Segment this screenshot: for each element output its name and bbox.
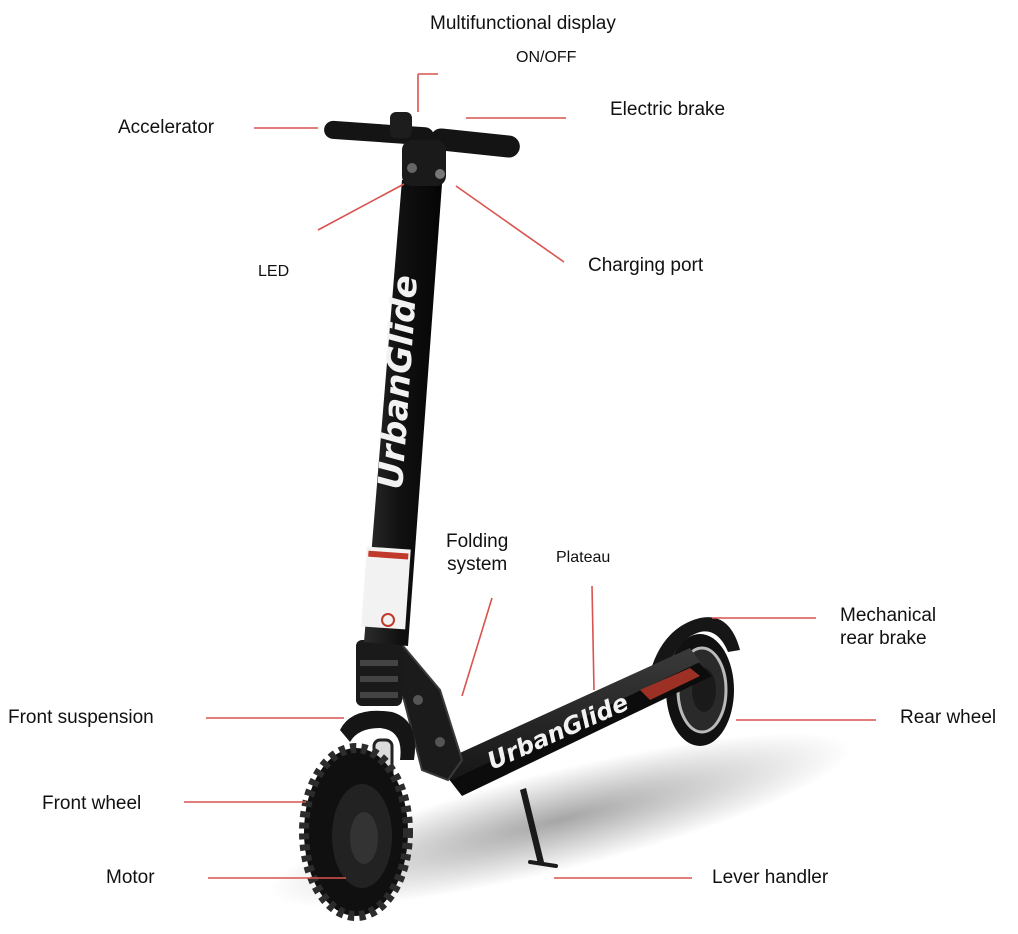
label-front-suspension: Front suspension: [8, 707, 154, 728]
label-multifunctional-display: Multifunctional display: [430, 13, 616, 34]
rear-fender-shape: [648, 617, 740, 684]
label-electric-brake: Electric brake: [610, 99, 726, 120]
label-mechanical-rear-brake: Mechanical rear brake: [840, 604, 936, 650]
leader-line-display: [417, 73, 438, 112]
label-lever-handler: Lever handler: [712, 867, 829, 888]
label-folding-system-line2: system: [447, 554, 508, 575]
label-motor: Motor: [106, 867, 155, 888]
ground-shadow: [268, 732, 852, 908]
kickstand-shape: [520, 788, 544, 864]
label-charging-port: Charging port: [588, 255, 704, 276]
label-mechanical-rear-brake-line1: Mechanical: [840, 605, 937, 626]
label-rear-wheel: Rear wheel: [900, 707, 997, 728]
label-on-off: ON/OFF: [516, 49, 577, 66]
label-folding-system: Folding system: [446, 530, 508, 576]
label-folding-system-line1: Folding: [446, 531, 509, 552]
leader-line-led: [317, 183, 405, 231]
label-front-wheel: Front wheel: [42, 793, 142, 814]
label-plateau: Plateau: [556, 549, 611, 566]
label-led: LED: [258, 263, 290, 280]
label-accelerator: Accelerator: [118, 117, 215, 138]
label-mechanical-rear-brake-line2: rear brake: [840, 628, 927, 649]
stem-shape: UrbanGlide: [361, 180, 442, 646]
leader-line-folding-system: [461, 597, 493, 697]
leader-line-charging-port: [455, 185, 565, 263]
leader-lines: [184, 73, 876, 879]
front-wheel-shape: [299, 743, 413, 921]
leader-line-plateau: [591, 585, 595, 691]
handlebar-shape: [324, 112, 520, 186]
